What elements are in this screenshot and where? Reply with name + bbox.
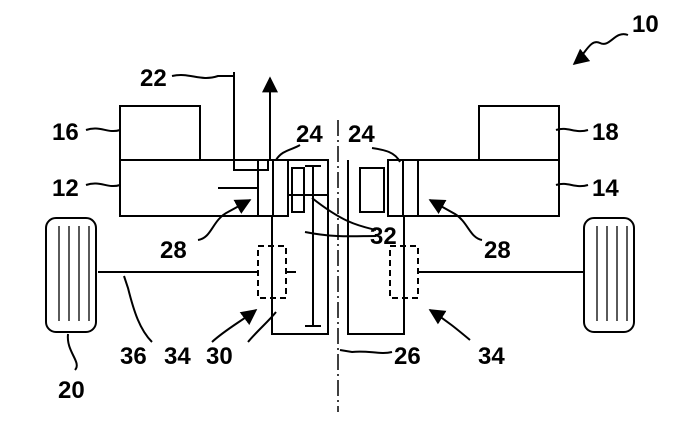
ref-34-left-label: 34 — [164, 343, 191, 370]
unit-18 — [478, 105, 560, 161]
ref-16-label: 16 — [52, 119, 79, 146]
wheel-right-tread — [596, 226, 628, 321]
ref-22-leader — [171, 74, 234, 79]
ref-22-label: 22 — [140, 65, 167, 92]
ref-26-leader — [339, 349, 393, 354]
gearbox-30 — [271, 159, 329, 335]
ref-34-left-leader — [211, 309, 258, 343]
gear-32-left — [291, 167, 305, 213]
ref-36-leader — [123, 275, 153, 343]
ref-14-label: 14 — [592, 175, 619, 202]
ref-32-label: 32 — [370, 223, 397, 250]
ref-24-right-label: 24 — [348, 121, 375, 148]
ref-14-leader — [555, 182, 589, 188]
ref-26-label: 26 — [394, 343, 421, 370]
ref-12-label: 12 — [52, 175, 79, 202]
unit-34-left — [257, 245, 287, 299]
ref-10-leader — [572, 33, 629, 66]
ref-20-label: 20 — [58, 377, 85, 404]
ref-18-leader — [555, 127, 589, 133]
ref-28-right-leader — [428, 199, 483, 241]
wheel-left-tread — [58, 226, 90, 321]
ref-34-right-label: 34 — [478, 343, 505, 370]
unit-16 — [119, 105, 201, 161]
ref-32-leader-upper — [311, 197, 377, 231]
ref-32-leader-lower — [304, 231, 377, 238]
ref-34-right-leader — [428, 309, 471, 341]
gear-right — [359, 167, 385, 213]
ref-30-leader — [247, 311, 277, 343]
ref-10-label: 10 — [632, 11, 659, 38]
ref-24-right-leader — [371, 147, 401, 163]
unit-34-right — [389, 245, 419, 299]
ref-12-leader — [85, 182, 121, 187]
gearbox-right — [347, 160, 405, 335]
housing-14 — [417, 159, 560, 217]
ref-30-label: 30 — [206, 343, 233, 370]
ref-28-right-label: 28 — [484, 237, 511, 264]
ref-36-label: 36 — [120, 343, 147, 370]
ref-18-label: 18 — [592, 119, 619, 146]
ref-16-leader — [85, 127, 121, 132]
ref-28-left-label: 28 — [160, 237, 187, 264]
ref-28-left-leader — [197, 199, 252, 241]
shaft-22 — [233, 72, 269, 171]
ref-24-left-leader — [275, 144, 301, 161]
ref-24-left-label: 24 — [296, 121, 323, 148]
ref-20-leader — [66, 333, 78, 371]
